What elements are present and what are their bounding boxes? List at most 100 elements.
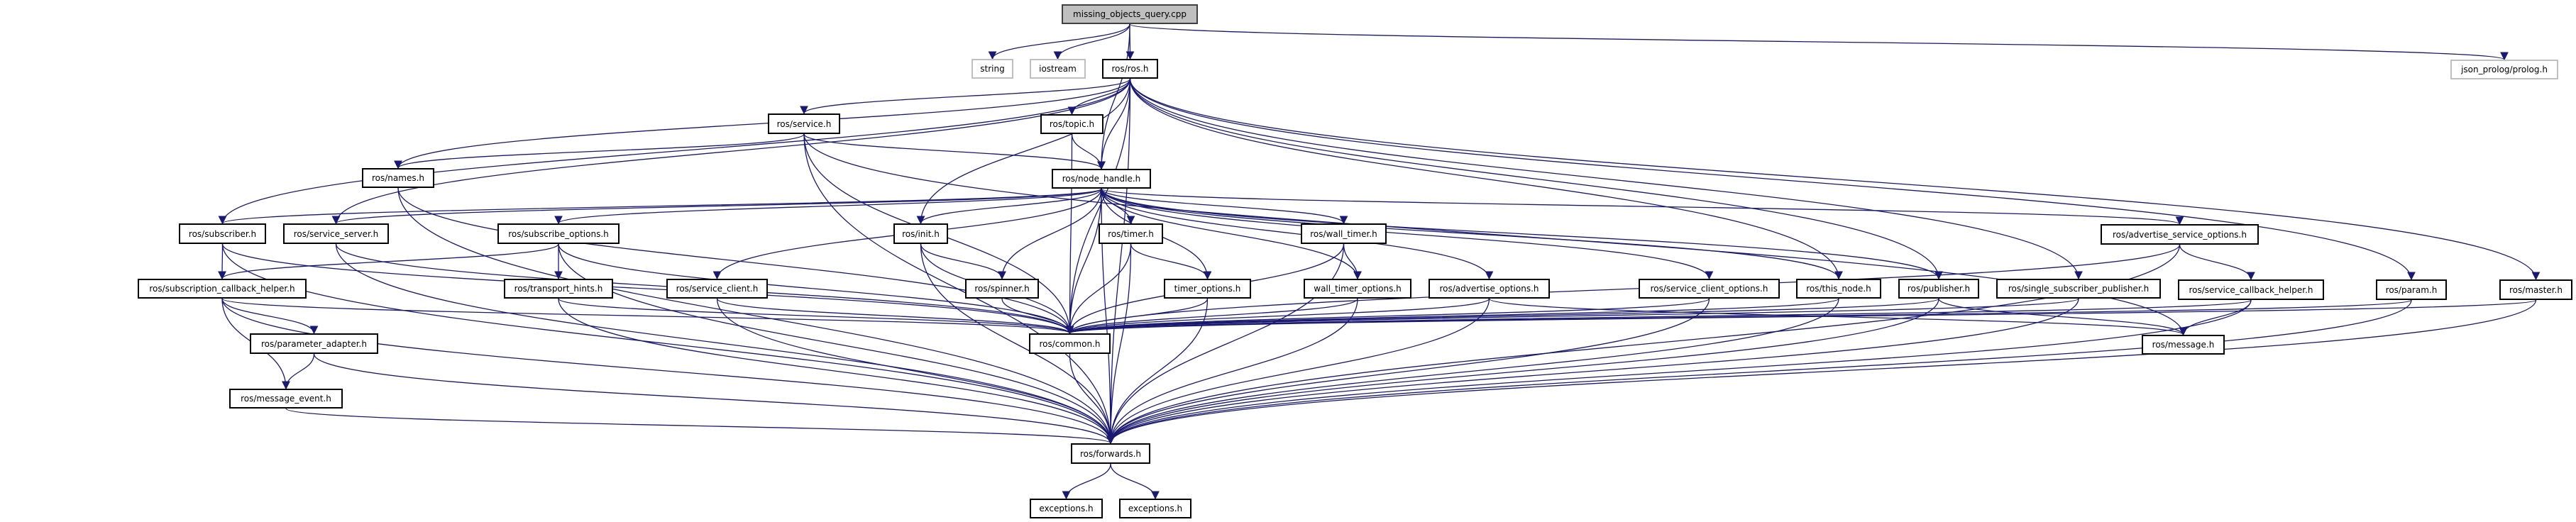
node-ros[interactable]: ros/ros.h — [1102, 59, 1158, 79]
edge-subscription-callback-helper-to-parameter-adapter — [221, 298, 319, 335]
edge-transport-hints-to-forwards — [558, 298, 1115, 445]
node-service-server[interactable]: ros/service_server.h — [283, 223, 389, 244]
node-spinner[interactable]: ros/spinner.h — [965, 279, 1039, 299]
node-message-event[interactable]: ros/message_event.h — [229, 389, 343, 409]
edge-node-handle-to-spinner — [998, 188, 1102, 280]
node-exceptions2[interactable]: exceptions.h — [1119, 499, 1191, 518]
node-timer-options[interactable]: timer_options.h — [1164, 279, 1251, 299]
edge-service-server-to-forwards — [335, 243, 1115, 445]
edge-timer-to-forwards — [1106, 243, 1132, 445]
edge-root-to-iostream — [1053, 23, 1130, 60]
node-parameter-adapter[interactable]: ros/parameter_adapter.h — [250, 333, 378, 354]
edge-service-to-node-handle — [803, 133, 1106, 170]
edge-root-to-prolog — [1129, 23, 2509, 61]
node-string: string — [971, 59, 1013, 79]
node-common[interactable]: ros/common.h — [1029, 333, 1111, 354]
edge-publisher-to-forwards — [1106, 298, 1939, 445]
node-root[interactable]: missing_objects_query.cpp — [1062, 4, 1198, 24]
node-timer[interactable]: ros/timer.h — [1099, 223, 1163, 244]
node-param[interactable]: ros/param.h — [2376, 279, 2447, 300]
edge-this-node-to-forwards — [1106, 298, 1839, 445]
edge-ros-to-forwards — [1106, 78, 1131, 445]
node-service-callback-helper[interactable]: ros/service_callback_helper.h — [2178, 279, 2324, 300]
node-subscribe-options[interactable]: ros/subscribe_options.h — [497, 223, 620, 244]
edge-timer-to-timer-options — [1130, 243, 1212, 280]
edge-master-to-forwards — [1106, 299, 2537, 445]
node-iostream: iostream — [1030, 59, 1086, 79]
node-service[interactable]: ros/service.h — [768, 113, 840, 134]
edge-service-to-message — [803, 133, 2188, 336]
node-exceptions1[interactable]: exceptions.h — [1030, 499, 1103, 518]
node-node-handle[interactable]: ros/node_handle.h — [1052, 169, 1151, 189]
edge-node-handle-to-wall-timer — [1101, 188, 1348, 225]
node-advertise-service-options[interactable]: ros/advertise_service_options.h — [2101, 224, 2259, 245]
node-this-node[interactable]: ros/this_node.h — [1796, 279, 1881, 299]
edge-service-client-options-to-common — [1066, 298, 1710, 335]
edge-wall-timer-to-forwards — [1106, 243, 1345, 445]
edge-ros-to-service-server — [331, 78, 1131, 225]
edge-timer-options-to-common — [1065, 298, 1209, 335]
edge-publisher-to-message — [1938, 298, 2188, 336]
edge-node-handle-to-advertise-service-options — [1101, 188, 2184, 226]
edge-ros-to-subscriber — [218, 78, 1131, 225]
edge-subscription-callback-helper-to-common — [221, 298, 1074, 335]
edge-param-to-forwards — [1106, 299, 2412, 445]
node-wall-timer[interactable]: ros/wall_timer.h — [1301, 223, 1387, 244]
node-subscriber[interactable]: ros/subscriber.h — [179, 223, 266, 244]
edge-single-subscriber-publisher-to-common — [1066, 298, 2079, 335]
edge-topic-to-common — [1065, 133, 1074, 335]
edge-service-client-options-to-forwards — [1106, 298, 1710, 445]
edge-parameter-adapter-to-forwards — [313, 353, 1115, 445]
node-wall-timer-options[interactable]: wall_timer_options.h — [1304, 279, 1411, 299]
edge-ros-to-names — [394, 78, 1131, 170]
node-service-client-options[interactable]: ros/service_client_options.h — [1639, 279, 1780, 299]
node-service-client[interactable]: ros/service_client.h — [666, 279, 768, 299]
edge-ros-to-node-handle — [1097, 78, 1131, 170]
edge-ros-to-init — [916, 78, 1131, 225]
edge-advertise-options-to-common — [1065, 298, 1490, 335]
edge-single-subscriber-publisher-to-forwards — [1106, 298, 2079, 445]
node-message[interactable]: ros/message.h — [2142, 335, 2225, 355]
node-names[interactable]: ros/names.h — [362, 168, 434, 188]
edge-node-handle-to-init — [916, 188, 1102, 225]
edge-wall-timer-to-wall-timer-options — [1343, 243, 1362, 280]
edge-service-callback-helper-to-common — [1066, 299, 2252, 335]
node-transport-hints[interactable]: ros/transport_hints.h — [504, 279, 613, 299]
edge-subscribe-options-to-common — [558, 243, 1074, 335]
edge-ros-to-publisher — [1129, 78, 1943, 280]
edge-topic-to-node-handle — [1071, 133, 1106, 170]
edge-node-handle-to-common — [1065, 188, 1102, 335]
edge-node-handle-to-service-server — [332, 188, 1102, 225]
node-subscription-callback-helper[interactable]: ros/subscription_callback_helper.h — [138, 279, 307, 299]
edge-ros-to-this-node — [1129, 78, 1843, 280]
node-topic[interactable]: ros/topic.h — [1040, 114, 1103, 134]
edge-node-handle-to-subscriber — [219, 188, 1102, 225]
edge-ros-to-common — [1065, 78, 1131, 335]
edge-ros-to-param — [1129, 78, 2416, 281]
edge-master-to-common — [1066, 299, 2537, 335]
node-forwards[interactable]: ros/forwards.h — [1071, 443, 1150, 464]
edge-publisher-to-common — [1066, 298, 1939, 335]
edge-advertise-options-to-forwards — [1106, 298, 1490, 445]
edge-node-handle-to-service-client-options — [1101, 188, 1714, 280]
node-single-subscriber-publisher[interactable]: ros/single_subscriber_publisher.h — [1996, 279, 2161, 299]
edge-forwards-to-exceptions2 — [1110, 463, 1160, 500]
edge-service-client-to-forwards — [716, 298, 1115, 445]
edge-init-to-forwards — [920, 243, 1115, 445]
edge-ros-to-single-subscriber-publisher — [1129, 78, 2083, 280]
node-advertise-options[interactable]: ros/advertise_options.h — [1429, 279, 1550, 299]
edge-ros-to-master — [1129, 78, 2541, 281]
edge-node-handle-to-subscribe-options — [554, 188, 1102, 225]
edge-ros-to-topic — [1067, 78, 1131, 116]
edge-forwards-to-exceptions1 — [1062, 463, 1111, 500]
node-publisher[interactable]: ros/publisher.h — [1898, 279, 1979, 299]
edge-transport-hints-to-common — [558, 298, 1074, 335]
node-master[interactable]: ros/master.h — [2499, 279, 2572, 300]
edge-advertise-service-options-to-forwards — [1106, 244, 2181, 445]
node-init[interactable]: ros/init.h — [893, 223, 948, 244]
edge-this-node-to-common — [1066, 298, 1839, 335]
edge-node-handle-to-publisher — [1101, 188, 1943, 280]
edge-root-to-string — [988, 23, 1130, 60]
edge-common-to-forwards — [1069, 353, 1115, 445]
